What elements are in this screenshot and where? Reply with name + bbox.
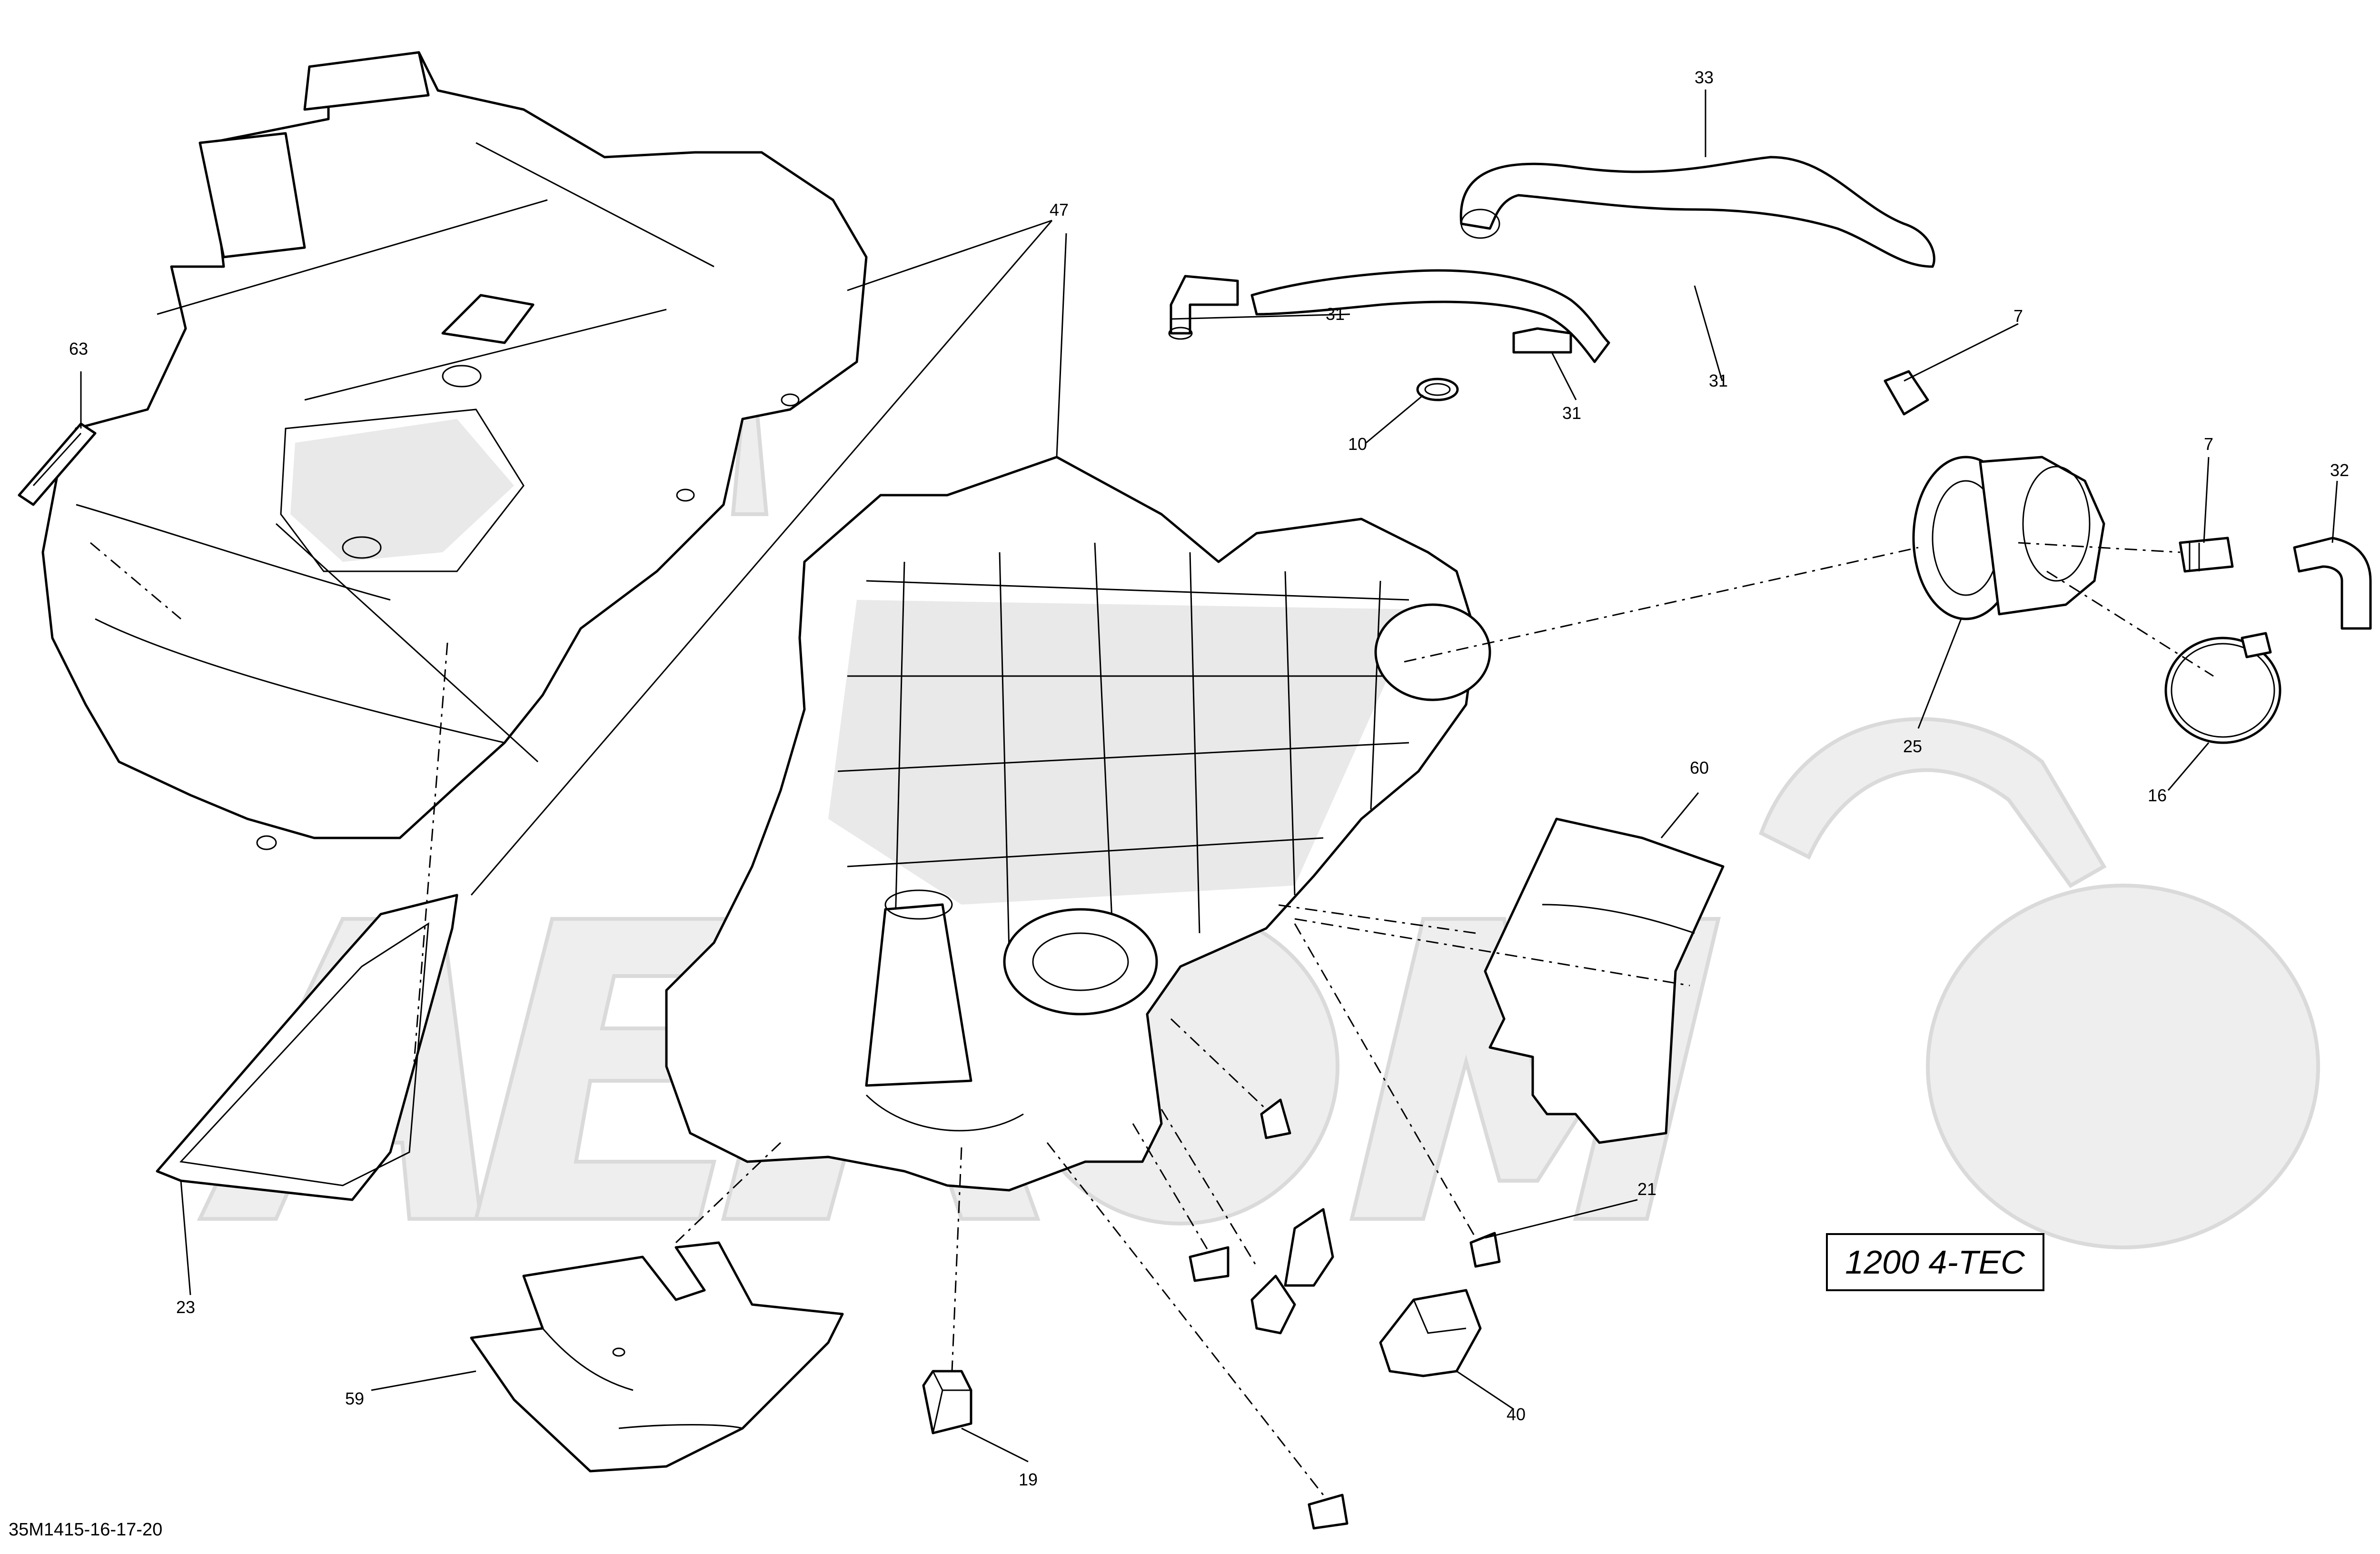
callout-33: 33 (1695, 68, 1714, 87)
callout-7-top: 7 (2013, 306, 2023, 326)
callout-25: 25 (1903, 737, 1922, 756)
part-19-clip (922, 1370, 972, 1434)
bracket-parts (1250, 1208, 1334, 1335)
part-47-lower-housing (665, 456, 1491, 1192)
callout-21: 21 (1637, 1179, 1656, 1199)
part-10-clamp (1416, 378, 1459, 401)
part-63-decal (18, 422, 97, 506)
callout-47: 47 (1050, 200, 1069, 219)
callout-10: 10 (1348, 434, 1367, 454)
part-16-clamp (2164, 632, 2281, 744)
part-25-inlet (1912, 456, 2105, 620)
part-31-hoses (1168, 269, 1610, 363)
part-32-elbow (2293, 537, 2372, 630)
part-7-fittings (1884, 370, 2234, 573)
part-23-filter-frame (156, 894, 458, 1201)
callout-19: 19 (1019, 1470, 1038, 1489)
callout-63: 63 (69, 339, 88, 359)
callout-32: 32 (2330, 460, 2349, 480)
callout-7-right: 7 (2204, 434, 2213, 454)
part-21-clips (1189, 1098, 1501, 1530)
callout-31-left: 31 (1326, 304, 1345, 324)
callout-60: 60 (1690, 758, 1709, 777)
callout-23: 23 (176, 1297, 195, 1317)
assembly-lines (90, 542, 2214, 1495)
part-47-upper-housing (41, 51, 868, 850)
model-label: 1200 4-TEC (1826, 1233, 2044, 1291)
leader-lines (80, 90, 2338, 1463)
part-33-hose (1459, 156, 1935, 268)
callout-59: 59 (345, 1389, 364, 1408)
model-label-text: 1200 4-TEC (1845, 1244, 2025, 1281)
callout-31-right: 31 (1709, 371, 1728, 390)
callouts: 63 47 33 31 31 31 10 7 7 32 25 16 60 21 … (69, 68, 2349, 1489)
drawing-code: 35M1415-16-17-20 (9, 1520, 162, 1540)
part-60-shield-plate (1484, 817, 1725, 1144)
callout-40: 40 (1507, 1405, 1526, 1424)
callout-31-center: 31 (1562, 403, 1581, 423)
part-40-support (1379, 1289, 1482, 1377)
part-59-heat-shield (470, 1241, 844, 1473)
callout-16: 16 (2148, 786, 2167, 805)
